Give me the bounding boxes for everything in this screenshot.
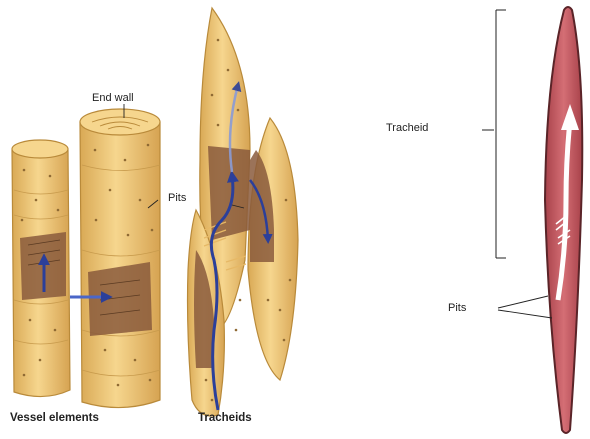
pits-label-left: Pits xyxy=(168,192,186,204)
vessel-element-right xyxy=(80,109,160,408)
tracheid-cell-right xyxy=(248,118,298,380)
single-tracheid xyxy=(545,7,582,433)
tracheid-bracket xyxy=(496,10,506,258)
vessel-cutaway-right xyxy=(88,262,152,336)
vessel-elements-label: Vessel elements xyxy=(10,412,99,424)
end-wall-label: End wall xyxy=(92,92,134,104)
tracheids-label: Tracheids xyxy=(198,412,252,424)
tracheid-label: Tracheid xyxy=(386,122,428,134)
pits-leader-right-figure xyxy=(498,296,552,318)
pits-label-right: Pits xyxy=(448,302,466,314)
